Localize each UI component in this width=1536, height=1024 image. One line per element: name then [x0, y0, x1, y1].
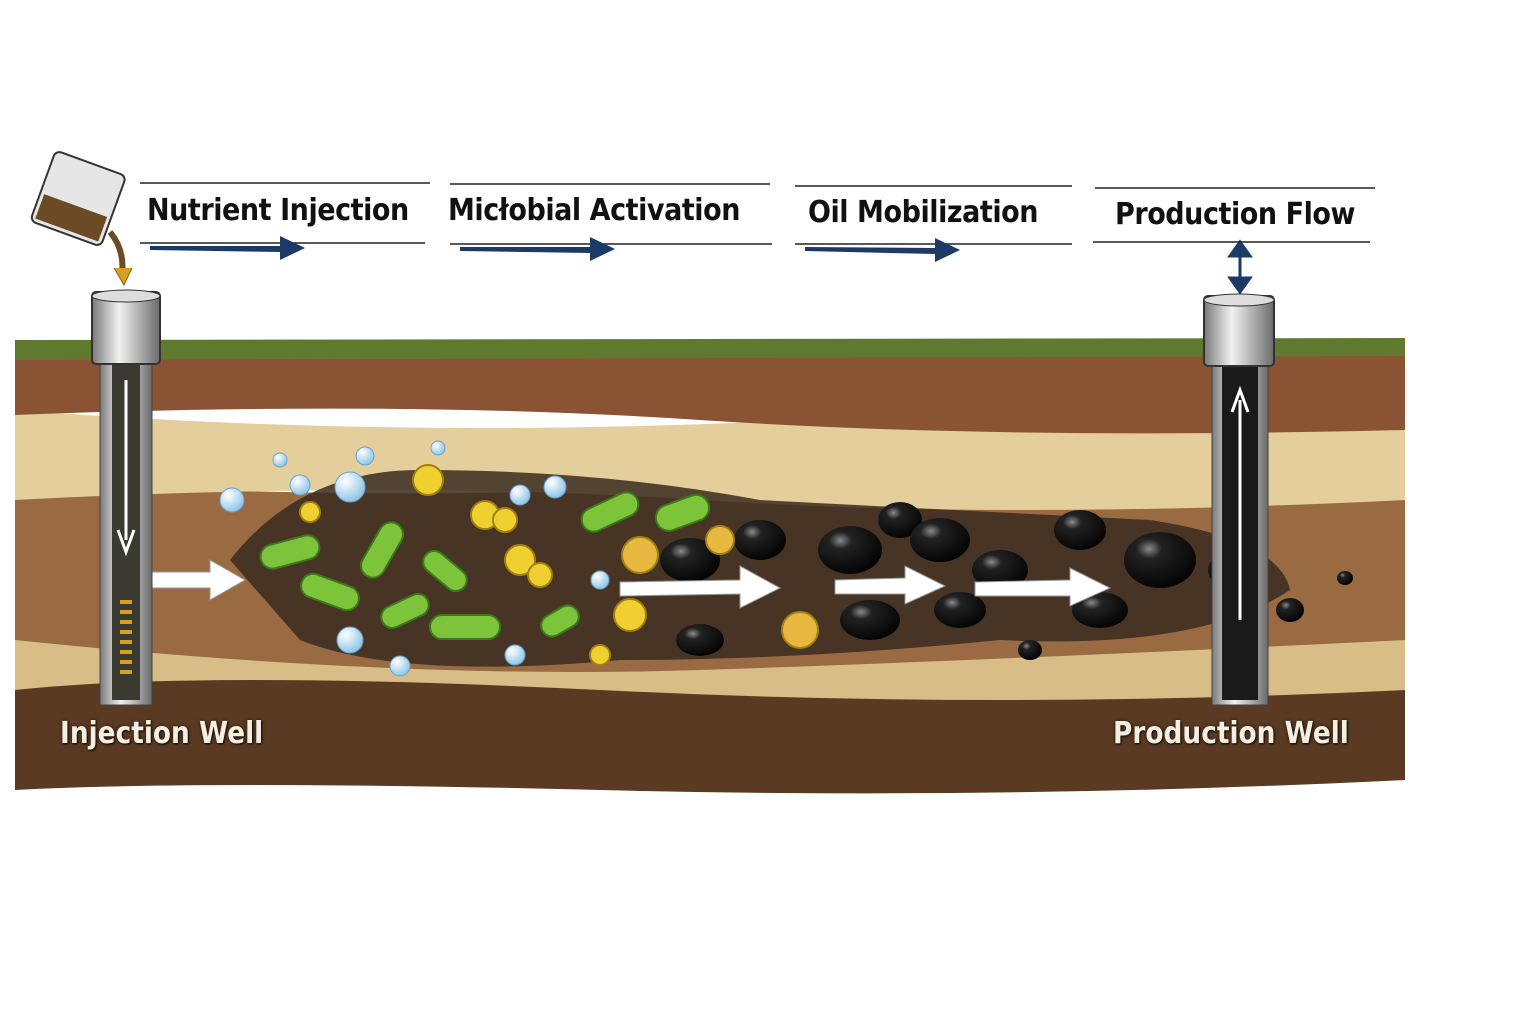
production-well-label: Production Well [1113, 716, 1349, 751]
production-well [1203, 293, 1275, 706]
stage-label-production-flow: Production Flow [1115, 197, 1355, 232]
stage-label-oil-mobilization: Oil Mobilization [808, 195, 1039, 230]
topsoil-layer [15, 350, 1405, 434]
stage-label-nutrient-injection: Nutrient Injection [147, 193, 409, 228]
flow-arrow [619, 565, 782, 609]
oil-droplets [660, 502, 1353, 660]
stage-guides [140, 182, 1375, 262]
yellow-clusters [299, 464, 819, 666]
grass-layer [15, 338, 1405, 360]
microbes [259, 491, 711, 640]
nutrient-fill [120, 600, 132, 674]
stage-label-microbial-activation: Micłobial Activation [448, 193, 740, 228]
flow-arrow [974, 567, 1112, 607]
bubbles [219, 440, 610, 677]
injection-well-label: Injection Well [60, 716, 264, 751]
flow-arrow [149, 559, 247, 601]
flow-arrow [834, 565, 947, 605]
nutrient-container-icon [30, 151, 133, 287]
flow-arrows [149, 559, 1112, 609]
bidirectional-arrow-icon [1227, 239, 1253, 295]
injection-well [91, 289, 161, 706]
